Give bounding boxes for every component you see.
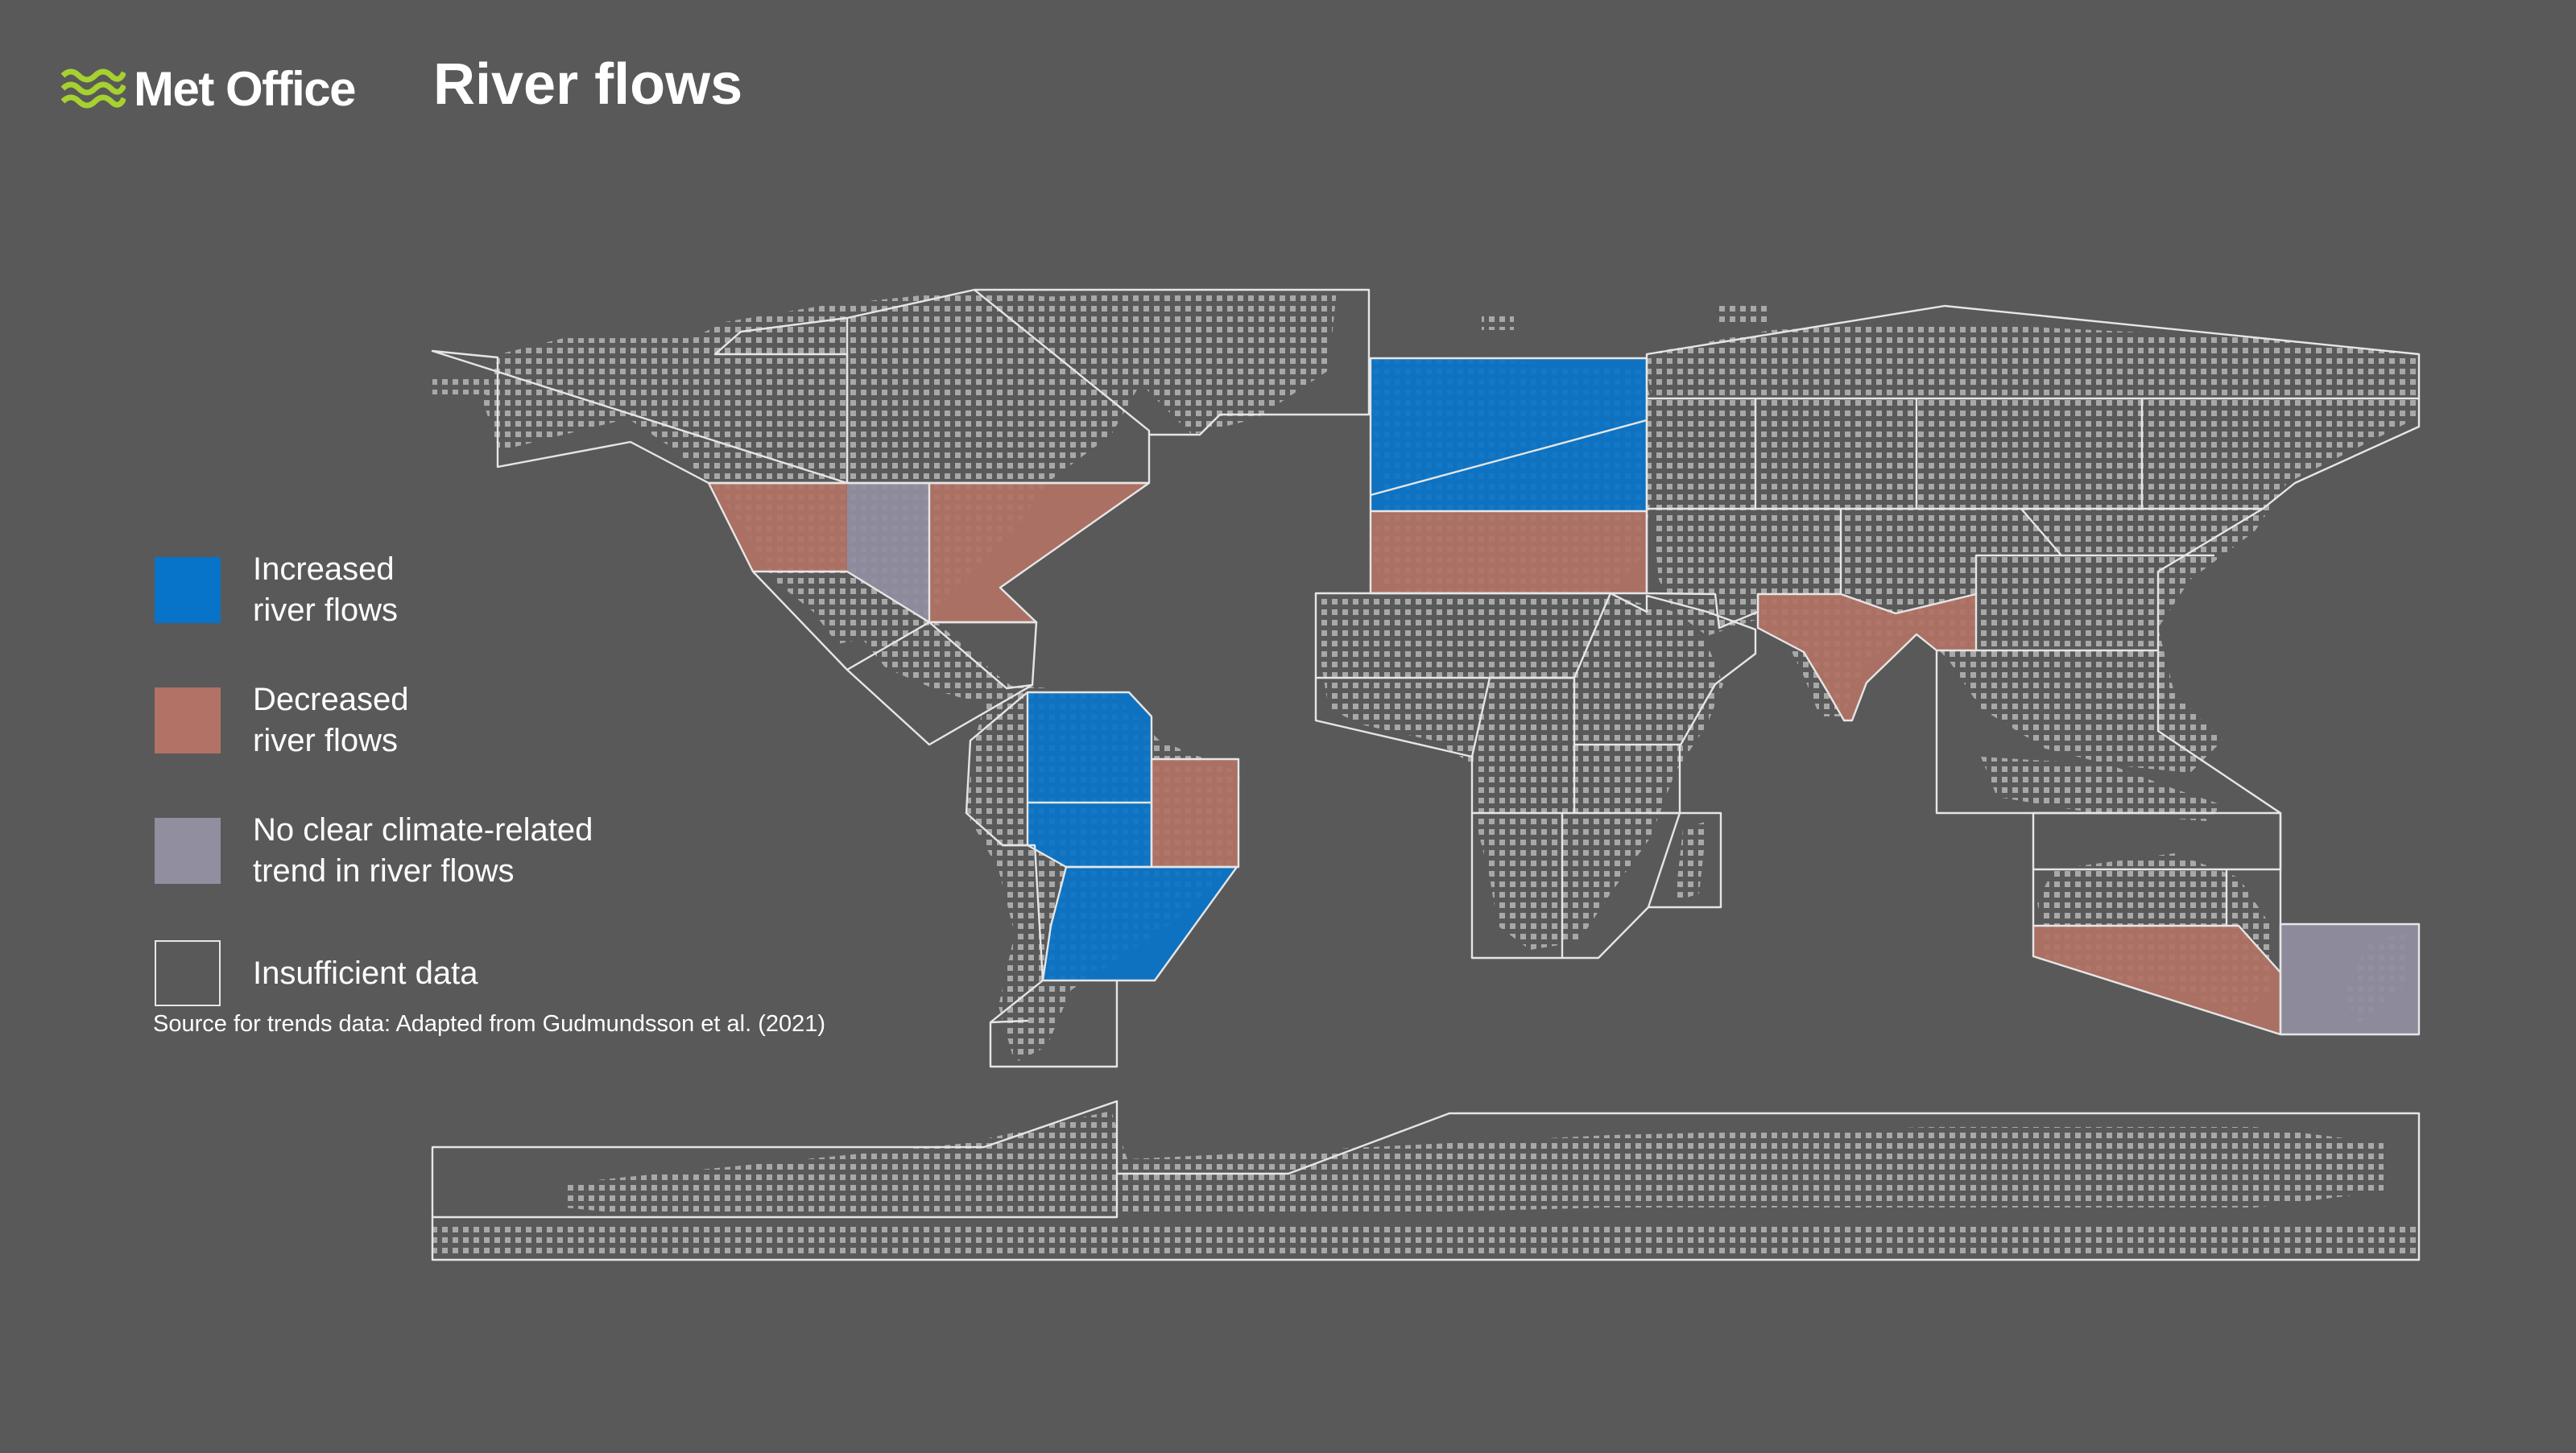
legend-label-no-trend: No clear climate-related trend in river … [253, 812, 593, 889]
legend-item-insufficient: Insufficient data [155, 940, 704, 1006]
decreased-regions [709, 483, 2280, 1034]
region-southern-australia [2033, 926, 2280, 1034]
legend-swatch-decreased [155, 687, 221, 753]
region-borders [431, 288, 2421, 1261]
page-title: River flows [433, 52, 743, 117]
legend-swatch-increased [155, 557, 221, 623]
met-office-waves-icon [61, 68, 126, 109]
legend-label-increased: Increased river flows [253, 551, 399, 628]
legend: Increased river flows Decreased river fl… [155, 549, 704, 1006]
met-office-logo: Met Office [61, 61, 357, 117]
region-west-central-north-america [847, 483, 929, 622]
legend-swatch-no-trend [155, 818, 221, 884]
source-note: Source for trends data: Adapted from Gud… [153, 1011, 826, 1037]
no-trend-regions [847, 483, 2419, 1034]
region-mediterranean [1371, 511, 1647, 593]
region-north-south-america [1028, 692, 1152, 867]
legend-label-insufficient: Insufficient data [253, 955, 478, 991]
legend-item-decreased: Decreased river flows [155, 679, 704, 762]
region-south-asia [1758, 594, 1976, 720]
region-western-north-america [709, 483, 847, 572]
region-south-east-south-america [1043, 867, 1237, 980]
legend-swatch-insufficient [155, 940, 221, 1006]
legend-item-increased: Increased river flows [155, 549, 704, 631]
region-new-zealand [2280, 924, 2419, 1034]
region-north-east-brazil [1152, 759, 1238, 867]
region-north-europe [1371, 358, 1647, 511]
legend-item-no-trend: No clear climate-related trend in river … [155, 810, 704, 892]
increased-regions [1028, 358, 1647, 980]
legend-label-decreased: Decreased river flows [253, 682, 409, 758]
brand-name: Met Office [134, 61, 357, 116]
region-central-north-america [929, 483, 1149, 622]
header: Met Office [61, 56, 357, 121]
